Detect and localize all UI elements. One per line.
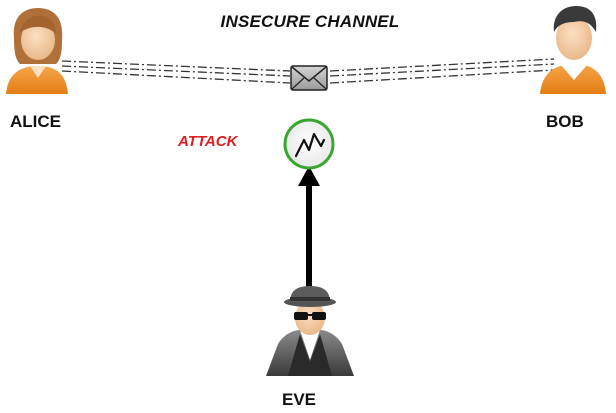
eve-label: EVE xyxy=(282,390,317,409)
channel-line-left-mid xyxy=(61,65,291,77)
channel-line-right-bottom xyxy=(329,69,555,84)
channel-line-left-bottom xyxy=(61,70,291,84)
bob-label: BOB xyxy=(546,112,584,131)
channel-title: INSECURE CHANNEL xyxy=(220,12,400,31)
attack-signal-icon xyxy=(283,118,335,170)
bob-person-icon xyxy=(540,6,606,94)
eve-spy-icon xyxy=(266,286,354,376)
channel-line-right-mid xyxy=(329,63,555,77)
alice-label: ALICE xyxy=(10,112,61,131)
channel-line-right-top xyxy=(329,58,555,72)
attack-arrow xyxy=(298,166,320,294)
channel-line-left-top xyxy=(61,60,291,72)
insecure-channel-lines xyxy=(61,58,555,84)
alice-person-icon xyxy=(6,8,68,94)
envelope-icon xyxy=(290,65,328,91)
attack-label: ATTACK xyxy=(178,133,238,150)
